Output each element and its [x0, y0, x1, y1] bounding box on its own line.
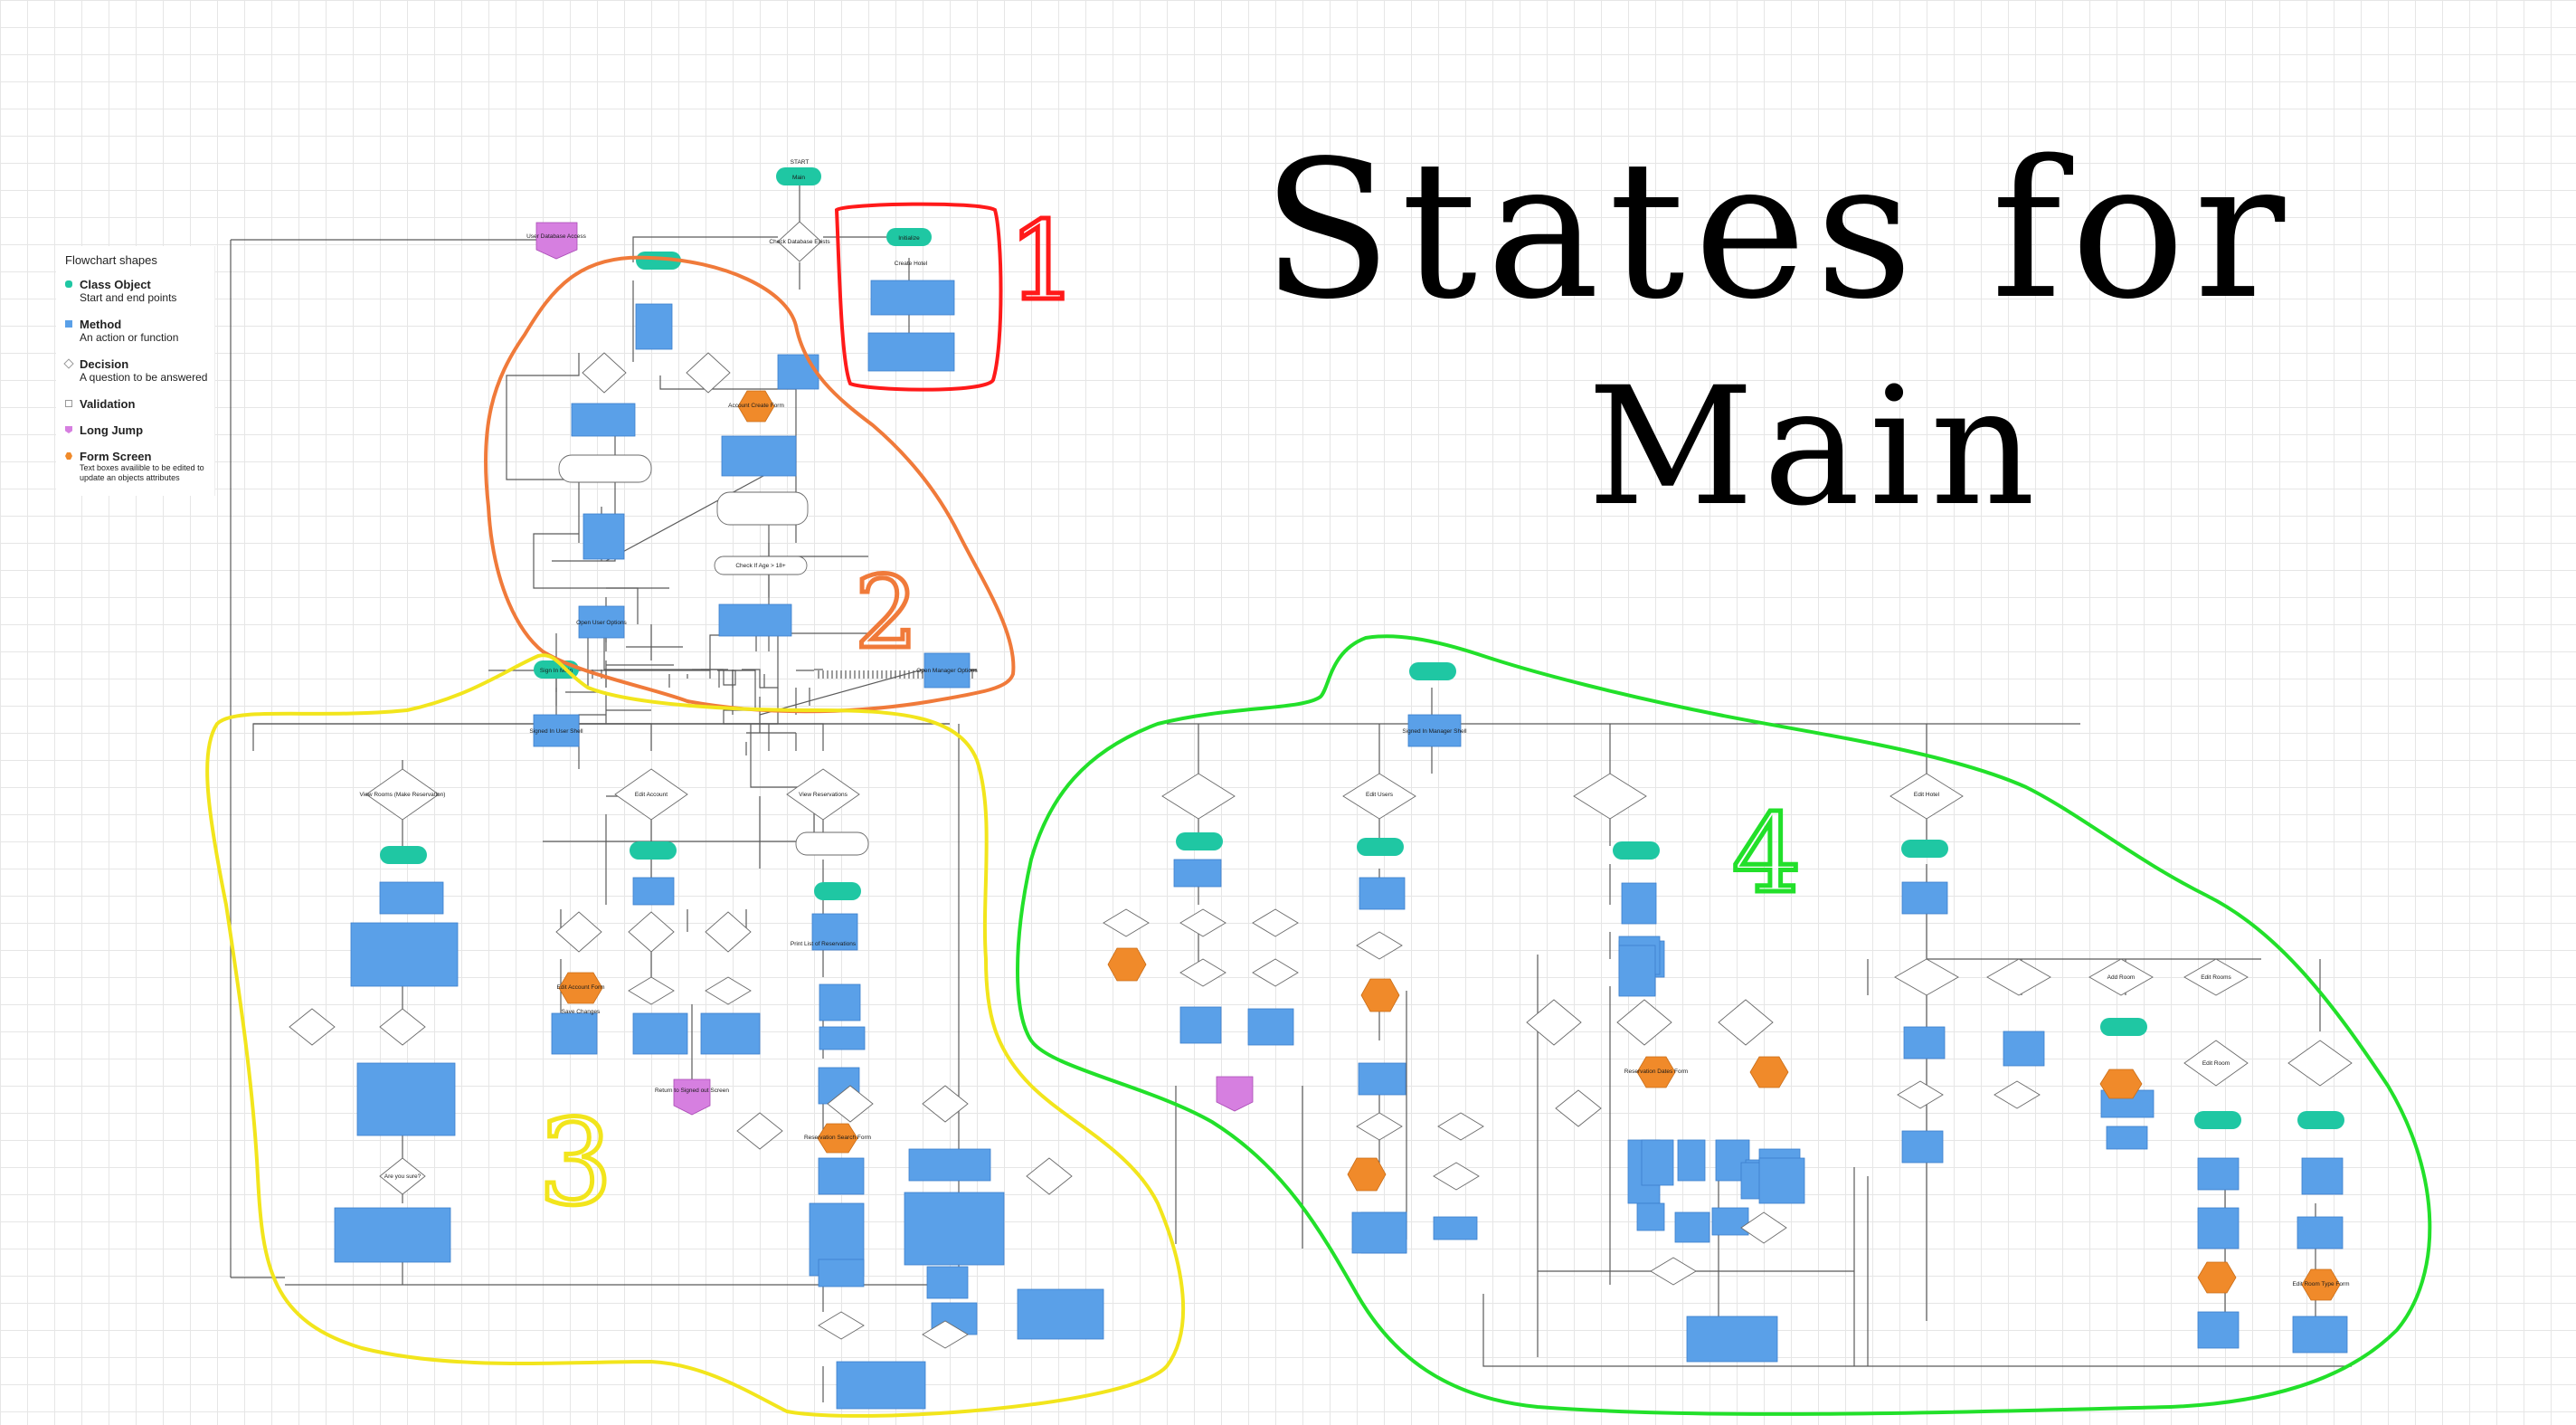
account-form-label: Account Create Form — [728, 403, 784, 409]
decision-nodes — [289, 221, 2353, 1349]
edit-room-label: Edit Room — [2202, 1060, 2230, 1067]
sign-in-main-label: Sign In Main — [540, 668, 573, 674]
are-you-sure-label: Are you sure? — [384, 1173, 421, 1180]
region-3-outline — [205, 653, 1186, 1418]
legend-item-desc: An action or function — [80, 331, 179, 344]
legend-item-desc: Text boxes availible to be edited to upd… — [80, 463, 204, 482]
legend-title: Flowchart shapes — [65, 253, 157, 267]
print-reservations-label: Print List of Reservations — [791, 941, 857, 947]
legend-item-form-screen: Form Screen Text boxes availible to be e… — [65, 450, 214, 483]
view-reservations-label: View Reservations — [799, 792, 848, 798]
region-1-outline — [834, 202, 1003, 392]
check-age-label: Check If Age > 18+ — [735, 563, 785, 569]
reservation-dates-form-label: Reservation Dates Form — [1624, 1069, 1688, 1075]
region-4-number: 4 — [1732, 792, 1801, 917]
edit-rooms-label: Edit Rooms — [2201, 974, 2231, 981]
edit-account-form-label: Edit Account Form — [556, 984, 604, 991]
region-2-outline — [483, 255, 1016, 714]
edit-users-label: Edit Users — [1366, 792, 1394, 798]
room-type-form-label: Edit Room Type Form — [2292, 1281, 2349, 1287]
legend-item-name: Class Object — [80, 278, 151, 291]
title-line-1: States for — [1262, 119, 2295, 341]
form-screen-swatch-icon — [65, 452, 72, 460]
node-labels: START Main Initialize Sign In Main User … — [360, 159, 2350, 1287]
region-1-number: 1 — [1009, 199, 1077, 325]
legend-item-validation: Validation — [65, 397, 214, 411]
validation-swatch-icon — [65, 400, 72, 407]
check-db-label: Check Database Exists — [769, 239, 830, 245]
start-label: START — [791, 159, 810, 166]
legend-item-method: Method An action or function — [65, 318, 214, 345]
title-line-2: Main — [1587, 353, 2045, 542]
signed-in-user-label: Signed In User Shell — [529, 728, 583, 735]
view-rooms-label: View Rooms (Make Reservation) — [360, 792, 446, 798]
reservation-search-form-label: Reservation Search Form — [804, 1135, 871, 1141]
add-room-label: Add Room — [2107, 974, 2136, 981]
edit-account-label: Edit Account — [635, 792, 668, 798]
initialize-node-label: Initialize — [898, 235, 920, 242]
main-node-label: Main — [792, 175, 805, 181]
flowchart-legend: Flowchart shapes Class Object Start and … — [56, 246, 215, 496]
signed-in-manager-label: Signed In Manager Shell — [1402, 728, 1467, 735]
legend-item-name: Method — [80, 318, 122, 331]
form-screen-nodes — [558, 390, 2341, 1301]
legend-item-desc: Start and end points — [80, 291, 177, 304]
method-nodes — [334, 280, 2348, 1410]
class-object-swatch-icon — [65, 280, 72, 288]
region-4-outline — [1016, 634, 2432, 1416]
legend-item-name: Decision — [80, 357, 129, 371]
legend-item-class-object: Class Object Start and end points — [65, 278, 214, 305]
create-hotel-label: Create Hotel — [895, 261, 928, 267]
long-jump-nodes — [535, 222, 1254, 1116]
save-changes-label: Save Changes — [562, 1009, 601, 1015]
region-3-number: 3 — [538, 1094, 613, 1231]
region-2-number: 2 — [855, 555, 918, 670]
legend-item-name: Form Screen — [80, 450, 152, 463]
return-signed-out-label: Return to Signed out Screen — [655, 1088, 729, 1094]
legend-item-long-jump: Long Jump — [65, 423, 214, 437]
open-user-options-label: Open User Options — [576, 620, 627, 626]
long-jump-swatch-icon — [65, 426, 72, 433]
validation-nodes — [558, 454, 869, 856]
method-swatch-icon — [65, 320, 72, 328]
open-manager-options-label: Open Manager Options — [916, 668, 978, 674]
decision-swatch-icon — [63, 358, 74, 369]
legend-item-name: Long Jump — [80, 423, 144, 437]
edit-hotel-label: Edit Hotel — [1914, 792, 1940, 798]
legend-item-desc: A question to be answered — [80, 371, 208, 384]
legend-item-name: Validation — [80, 397, 136, 411]
legend-item-decision: Decision A question to be answered — [63, 357, 214, 385]
database-jump-label: User Database Access — [526, 233, 587, 240]
